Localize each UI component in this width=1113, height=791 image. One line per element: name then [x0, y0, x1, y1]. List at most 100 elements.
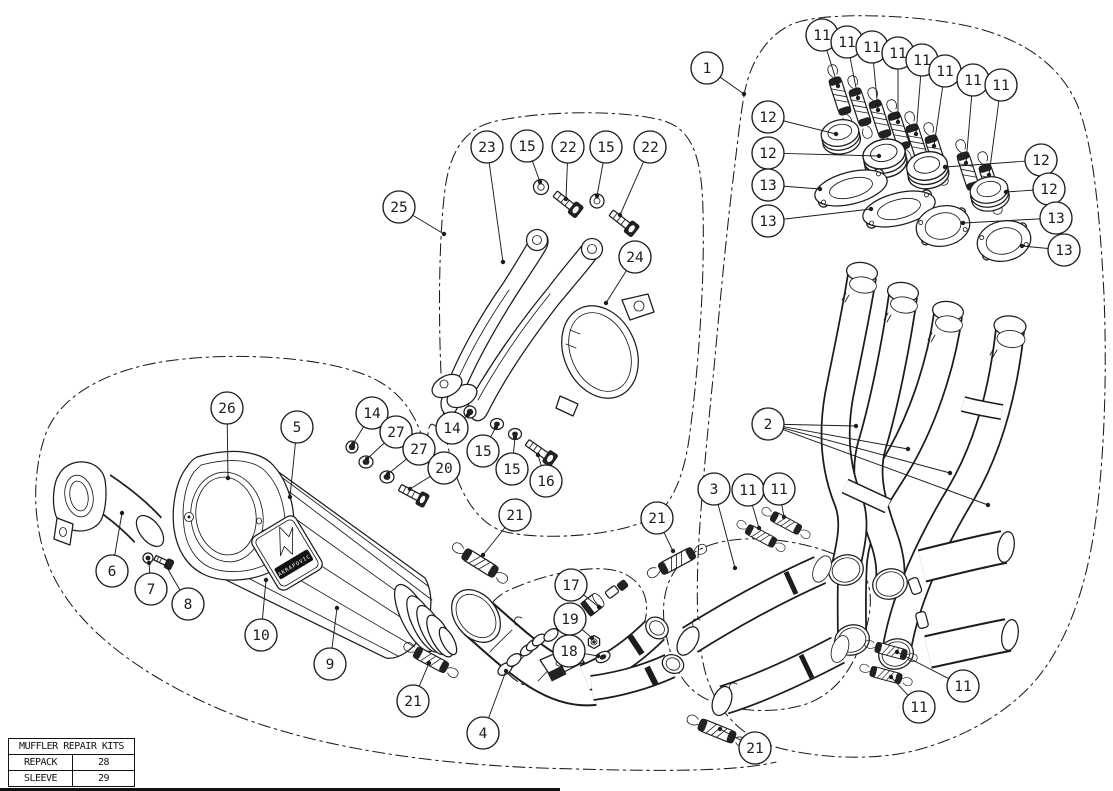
svg-text:4: 4 — [479, 726, 488, 742]
svg-text:17: 17 — [562, 578, 579, 594]
table-row: REPACK 28 — [9, 755, 134, 770]
muffler-clamp — [555, 293, 655, 417]
brand-badge: AKRAPOVIC — [251, 515, 323, 591]
svg-text:5: 5 — [293, 420, 302, 436]
sheet-edge — [0, 788, 560, 791]
svg-text:24: 24 — [626, 250, 644, 266]
svg-text:15: 15 — [503, 462, 520, 478]
svg-text:22: 22 — [641, 140, 658, 156]
svg-text:1: 1 — [703, 61, 712, 77]
callout-19: 19 — [553, 602, 587, 636]
callout-13: 13 — [1047, 233, 1081, 267]
svg-text:13: 13 — [1047, 211, 1064, 227]
muffler-insert — [52, 461, 165, 548]
table-title: MUFFLER REPAIR KITS — [9, 739, 134, 755]
svg-text:11: 11 — [936, 64, 953, 80]
svg-text:11: 11 — [739, 483, 756, 499]
header-pipes — [820, 261, 1027, 670]
svg-text:3: 3 — [710, 482, 719, 498]
svg-text:11: 11 — [770, 482, 787, 498]
callout-26: 26 — [210, 391, 244, 425]
muffler-repair-kits-table: MUFFLER REPAIR KITS REPACK 28 SLEEVE 29 — [8, 738, 135, 787]
callout-18: 18 — [552, 634, 586, 668]
pipe-spring-hooks — [841, 292, 998, 629]
callout-8: 8 — [171, 587, 205, 621]
svg-text:27: 27 — [387, 425, 404, 441]
callout-22: 22 — [551, 130, 585, 164]
callout-21: 21 — [640, 501, 674, 535]
callout-3: 3 — [697, 472, 731, 506]
callout-15: 15 — [510, 129, 544, 163]
callout-20: 20 — [427, 451, 461, 485]
svg-text:15: 15 — [518, 139, 535, 155]
callout-21: 21 — [396, 684, 430, 718]
callout-14: 14 — [435, 411, 469, 445]
kit-name: SLEEVE — [9, 771, 73, 786]
table-row: SLEEVE 29 — [9, 770, 134, 786]
svg-text:19: 19 — [561, 612, 578, 628]
callout-1: 1 — [690, 51, 724, 85]
svg-text:27: 27 — [410, 442, 427, 458]
svg-text:16: 16 — [537, 474, 554, 490]
callout-22: 22 — [633, 130, 667, 164]
collector-link-pipe — [451, 589, 685, 707]
callout-14: 14 — [355, 396, 389, 430]
svg-text:20: 20 — [435, 461, 452, 477]
callout-4: 4 — [466, 716, 500, 750]
svg-text:15: 15 — [474, 444, 491, 460]
akrapovic-arrow-logo — [279, 526, 294, 557]
muffler-assembly: AKRAPOVIC — [172, 450, 458, 659]
boundary-bracket-kit — [438, 112, 704, 537]
muffler-brackets — [431, 228, 604, 422]
svg-text:11: 11 — [910, 700, 927, 716]
callout-11: 11 — [956, 63, 990, 97]
mid-hardware — [345, 405, 558, 508]
callout-9: 9 — [313, 647, 347, 681]
callout-16: 16 — [529, 464, 563, 498]
callout-11: 11 — [946, 669, 980, 703]
svg-text:11: 11 — [954, 679, 971, 695]
callout-5: 5 — [280, 410, 314, 444]
svg-text:14: 14 — [443, 421, 461, 437]
callout-12: 12 — [1024, 143, 1058, 177]
svg-text:9: 9 — [326, 657, 335, 673]
callout-23: 23 — [470, 130, 504, 164]
svg-text:11: 11 — [838, 35, 855, 51]
svg-text:11: 11 — [863, 40, 880, 56]
boundary-headers-kit — [696, 15, 1106, 758]
svg-text:11: 11 — [964, 73, 981, 89]
svg-text:12: 12 — [759, 110, 776, 126]
callout-10: 10 — [244, 618, 278, 652]
svg-text:12: 12 — [1040, 182, 1057, 198]
svg-text:22: 22 — [559, 140, 576, 156]
callout-13: 13 — [1039, 201, 1073, 235]
svg-text:12: 12 — [1032, 153, 1049, 169]
callout-11: 11 — [928, 54, 962, 88]
callout-6: 6 — [95, 554, 129, 588]
svg-text:13: 13 — [759, 214, 776, 230]
link-pipes — [676, 555, 850, 717]
svg-text:21: 21 — [404, 694, 421, 710]
kit-number: 28 — [97, 757, 110, 768]
svg-text:8: 8 — [184, 597, 193, 613]
kit-name: REPACK — [9, 755, 73, 770]
callout-11: 11 — [855, 30, 889, 64]
svg-text:11: 11 — [889, 46, 906, 62]
callout-2: 2 — [751, 407, 785, 441]
svg-text:21: 21 — [648, 511, 665, 527]
callout-24: 24 — [618, 240, 652, 274]
svg-text:23: 23 — [478, 140, 495, 156]
svg-text:13: 13 — [1055, 243, 1072, 259]
kit-number: 29 — [97, 773, 110, 784]
svg-text:10: 10 — [252, 628, 269, 644]
callout-13: 13 — [751, 204, 785, 238]
bracket-hardware — [532, 178, 640, 237]
callout-11: 11 — [984, 68, 1018, 102]
svg-text:11: 11 — [992, 78, 1009, 94]
svg-text:13: 13 — [759, 178, 776, 194]
callout-12: 12 — [751, 100, 785, 134]
callout-17: 17 — [554, 568, 588, 602]
callout-11: 11 — [731, 473, 765, 507]
